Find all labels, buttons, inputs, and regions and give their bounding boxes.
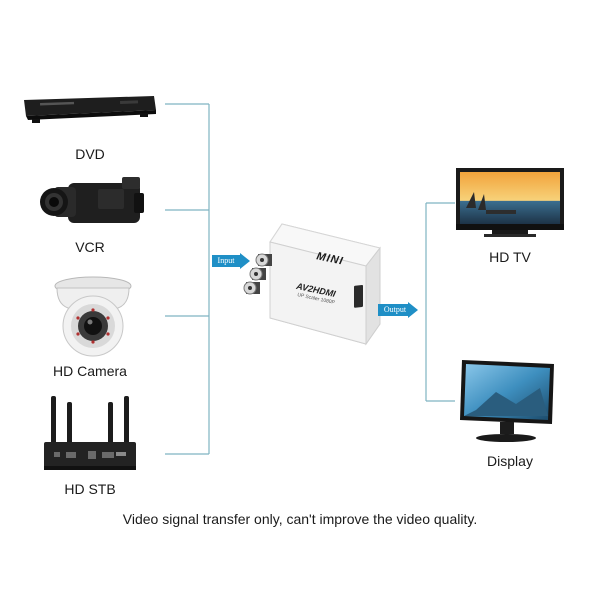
output-label-hd-tv: HD TV	[489, 249, 531, 265]
source-label-vcr: VCR	[75, 239, 105, 255]
source-label-dvd: DVD	[75, 146, 105, 162]
monitor-icon	[456, 358, 558, 444]
output-arrow-icon	[378, 302, 418, 318]
tv-icon	[456, 168, 564, 240]
dvd-player-icon	[20, 90, 160, 126]
input-tag: Input	[217, 256, 235, 265]
input-arrow-icon	[212, 253, 250, 269]
camcorder-icon	[38, 173, 148, 233]
source-label-hd-stb: HD STB	[64, 481, 116, 497]
output-tag: Output	[383, 305, 407, 314]
source-label-hd-camera: HD Camera	[53, 363, 127, 379]
router-stb-icon	[40, 394, 140, 476]
dome-camera-icon	[48, 270, 138, 358]
av2hdmi-converter	[238, 220, 388, 348]
output-label-display: Display	[487, 453, 533, 469]
footnote: Video signal transfer only, can't improv…	[122, 511, 478, 527]
